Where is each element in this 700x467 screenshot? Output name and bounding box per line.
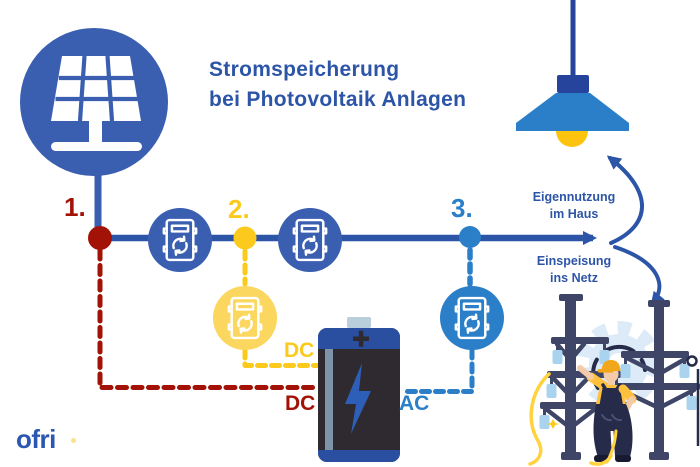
self-use-line-2: im Haus — [549, 207, 599, 221]
dc-label-solar: DC — [285, 392, 316, 415]
feed-in-line-2: ins Netz — [550, 271, 598, 285]
hard-hat-icon — [597, 360, 621, 373]
plus-icon — [353, 330, 369, 347]
step-2-label: 2. — [228, 194, 250, 224]
node-dot-3 — [459, 226, 481, 248]
step-3-label: 3. — [451, 193, 473, 223]
small-gear-detail — [686, 355, 700, 446]
dc-label-charge-controller: DC — [284, 339, 315, 362]
solar-panel-badge — [20, 28, 168, 176]
cable-left — [528, 372, 551, 466]
page-title: Stromspeicherung bei Photovoltaik Anlage… — [209, 55, 466, 115]
node-dot-2 — [233, 226, 257, 250]
ac-label: AC — [399, 392, 430, 415]
inverter-circle-2 — [278, 208, 342, 272]
logo-dot — [71, 438, 76, 443]
title-line-1: Stromspeicherung — [209, 58, 400, 81]
pendant-lamp-icon — [516, 0, 629, 147]
transmission-tower-right — [614, 300, 700, 460]
inverter-circle-1 — [148, 208, 212, 272]
battery-icon — [318, 317, 400, 462]
logo-ofri: ofri — [16, 424, 56, 454]
ac-dashed-wire — [399, 247, 475, 394]
power-grid-illustration — [528, 294, 700, 466]
spark-icon — [546, 419, 560, 429]
title-line-2: bei Photovoltaik Anlagen — [209, 88, 467, 111]
lightning-bolt-icon — [345, 363, 371, 434]
dc-charge-controller-dashed-wire — [242, 248, 322, 368]
feed-in-line-1: Einspeisung — [536, 254, 612, 268]
bulb-icon — [556, 131, 588, 147]
charge-controller-circle — [213, 286, 277, 350]
cable-bottom — [589, 454, 613, 466]
self-use-line-1: Eigennutzung — [532, 190, 616, 204]
feed-in-annotation: Einspeisung ins Netz — [514, 253, 634, 287]
node-dot-1 — [88, 226, 112, 250]
self-use-arrow — [606, 155, 644, 245]
battery-inverter-circle — [440, 286, 504, 350]
step-1-label: 1. — [64, 192, 86, 222]
feed-in-arrow — [613, 245, 665, 307]
solar-panel-icon — [51, 55, 142, 151]
self-use-annotation: Eigennutzung im Haus — [514, 189, 634, 223]
dc-solar-dashed-wire — [97, 247, 321, 390]
electrician-worker — [577, 360, 637, 462]
